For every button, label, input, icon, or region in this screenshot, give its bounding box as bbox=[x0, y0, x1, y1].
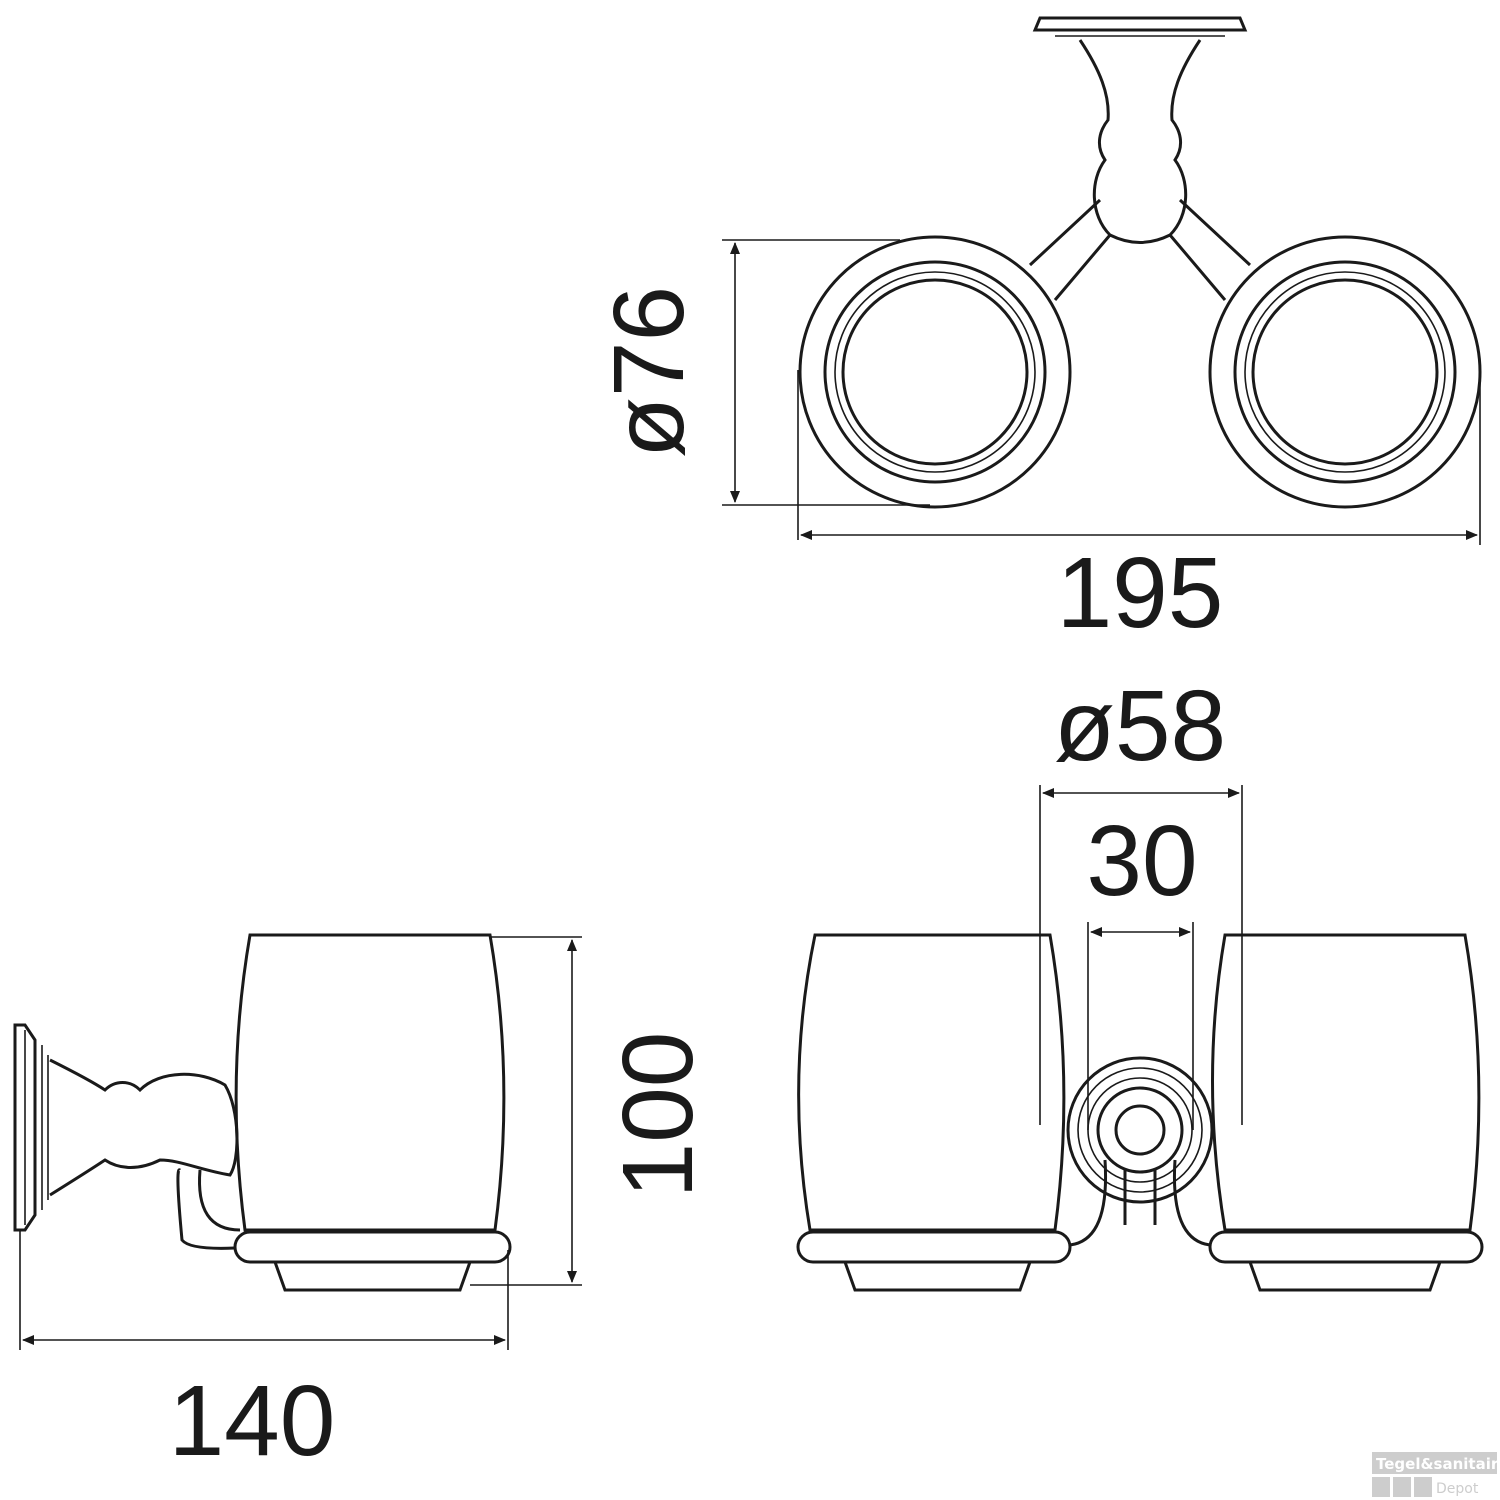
dimension-front bbox=[1039, 785, 1243, 1130]
dim-top-diameter: ø76 bbox=[593, 286, 705, 458]
dim-cup-diameter: ø58 bbox=[1054, 670, 1226, 782]
top-view bbox=[798, 16, 1482, 509]
watermark-sub: Depot bbox=[1436, 1481, 1479, 1497]
front-view bbox=[796, 933, 1484, 1292]
dimension-side bbox=[19, 936, 582, 1350]
watermark-brand: Tegel&sanitair bbox=[1376, 1455, 1499, 1473]
dim-top-width: 195 bbox=[1057, 537, 1224, 649]
side-view bbox=[13, 933, 512, 1292]
dim-height: 100 bbox=[602, 1032, 714, 1199]
dim-center-spacing: 30 bbox=[1086, 805, 1197, 917]
dim-depth: 140 bbox=[169, 1365, 336, 1477]
dimension-top-diameter bbox=[722, 239, 1481, 545]
watermark-logo: Tegel&sanitair Depot bbox=[1372, 1452, 1499, 1497]
